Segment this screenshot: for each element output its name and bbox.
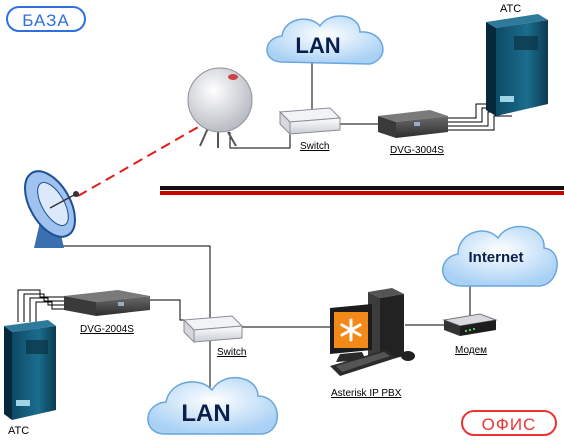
zone-label-office: ОФИС xyxy=(461,410,557,436)
cables xyxy=(17,62,512,388)
pbx-bottom-label: АТС xyxy=(8,425,30,437)
pbx-top xyxy=(486,14,548,116)
radio-link xyxy=(77,125,201,197)
zone-divider xyxy=(160,186,564,195)
internet-cloud: Internet xyxy=(441,225,558,287)
modem-label: Модем xyxy=(455,345,488,356)
switch-bottom-label: Switch xyxy=(217,347,247,358)
lan-cloud-top: LAN xyxy=(266,15,384,65)
pbx-bottom xyxy=(4,320,56,420)
gateway-bottom-label: DVG-2004S xyxy=(80,324,134,335)
satellite-dish xyxy=(24,170,79,248)
lan-cloud-bottom: LAN xyxy=(147,376,278,435)
gateway-top-label: DVG-3004S xyxy=(390,145,444,156)
switch-top-label: Switch xyxy=(300,141,330,152)
lan-top-label: LAN xyxy=(295,33,340,58)
asterisk-label: Asterisk IP PBX xyxy=(331,388,402,399)
gateway-dvg-2004s xyxy=(64,290,150,316)
zone-label-base: БАЗА xyxy=(6,6,86,32)
gateway-dvg-3004s xyxy=(378,110,448,138)
switch-top xyxy=(278,107,342,136)
asterisk-pc xyxy=(330,288,415,376)
pbx-top-label: АТС xyxy=(500,3,522,15)
lan-bottom-label: LAN xyxy=(181,400,230,427)
switch-bottom xyxy=(182,315,244,344)
satellite-dome xyxy=(187,67,253,148)
internet-label: Internet xyxy=(468,249,523,266)
modem xyxy=(442,313,498,336)
